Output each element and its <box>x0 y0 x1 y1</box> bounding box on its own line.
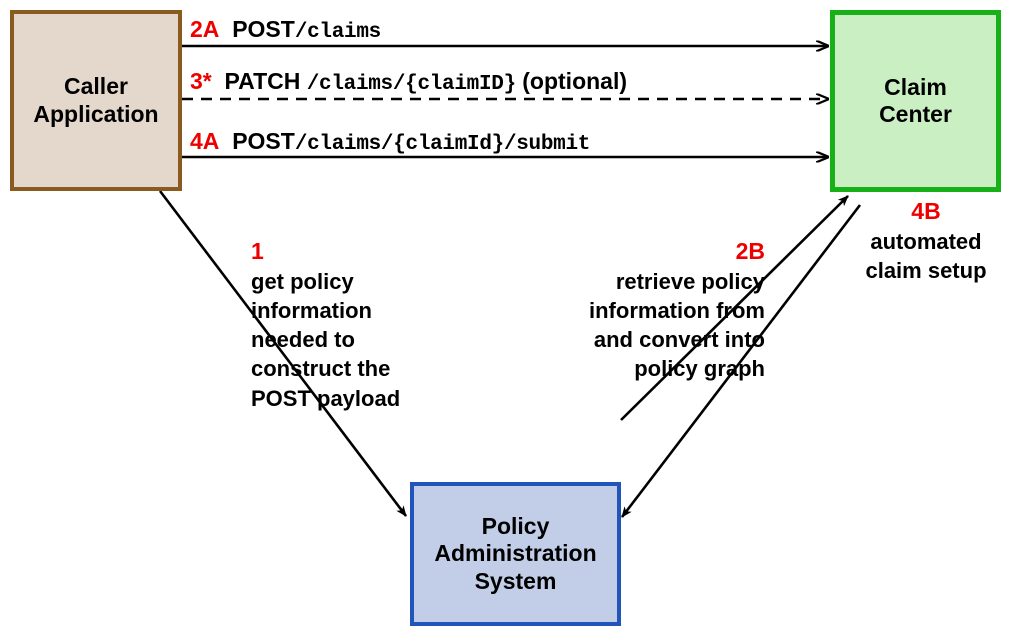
http-path-2a: /claims <box>294 21 381 44</box>
step-number-4b: 4B <box>911 198 941 224</box>
http-path-4a: /claims/{claimId}/submit <box>294 133 591 156</box>
note-retrieve-policy-information: 2B retrieve policy information from and … <box>548 236 765 384</box>
step-number-1: 1 <box>251 238 264 264</box>
step-number-4a: 4A <box>190 128 220 154</box>
optional-suffix-3: (optional) <box>522 68 628 94</box>
note-retrieve-policy-information-text: retrieve policy information from and con… <box>589 268 765 382</box>
node-caller-application-label: Caller Application <box>33 73 159 127</box>
edge-label-post-submit: 4A POST/claims/{claimId}/submit <box>190 128 590 156</box>
step-number-2b: 2B <box>735 238 765 264</box>
edge-label-post-claims: 2A POST/claims <box>190 16 381 44</box>
node-policy-administration-system[interactable]: Policy Administration System <box>410 482 621 626</box>
node-claim-center-label: Claim Center <box>879 73 952 127</box>
node-caller-application[interactable]: Caller Application <box>10 10 182 191</box>
step-number-3: 3* <box>190 68 212 94</box>
http-method-2a: POST <box>232 16 295 42</box>
edge-label-patch-claims: 3* PATCH /claims/{claimID} (optional) <box>190 68 627 96</box>
http-method-4a: POST <box>232 128 295 154</box>
note-automated-claim-setup: 4B automated claim setup <box>856 196 996 285</box>
node-policy-administration-system-label: Policy Administration System <box>434 513 597 594</box>
note-get-policy-information-text: get policy information needed to constru… <box>251 268 401 411</box>
step-number-2a: 2A <box>190 16 220 42</box>
http-method-3: PATCH <box>224 68 301 94</box>
note-automated-claim-setup-text: automated claim setup <box>865 228 987 283</box>
http-path-3: /claims/{claimID} <box>306 73 516 96</box>
note-get-policy-information: 1 get policy information needed to const… <box>251 236 451 413</box>
node-claim-center[interactable]: Claim Center <box>830 10 1001 192</box>
